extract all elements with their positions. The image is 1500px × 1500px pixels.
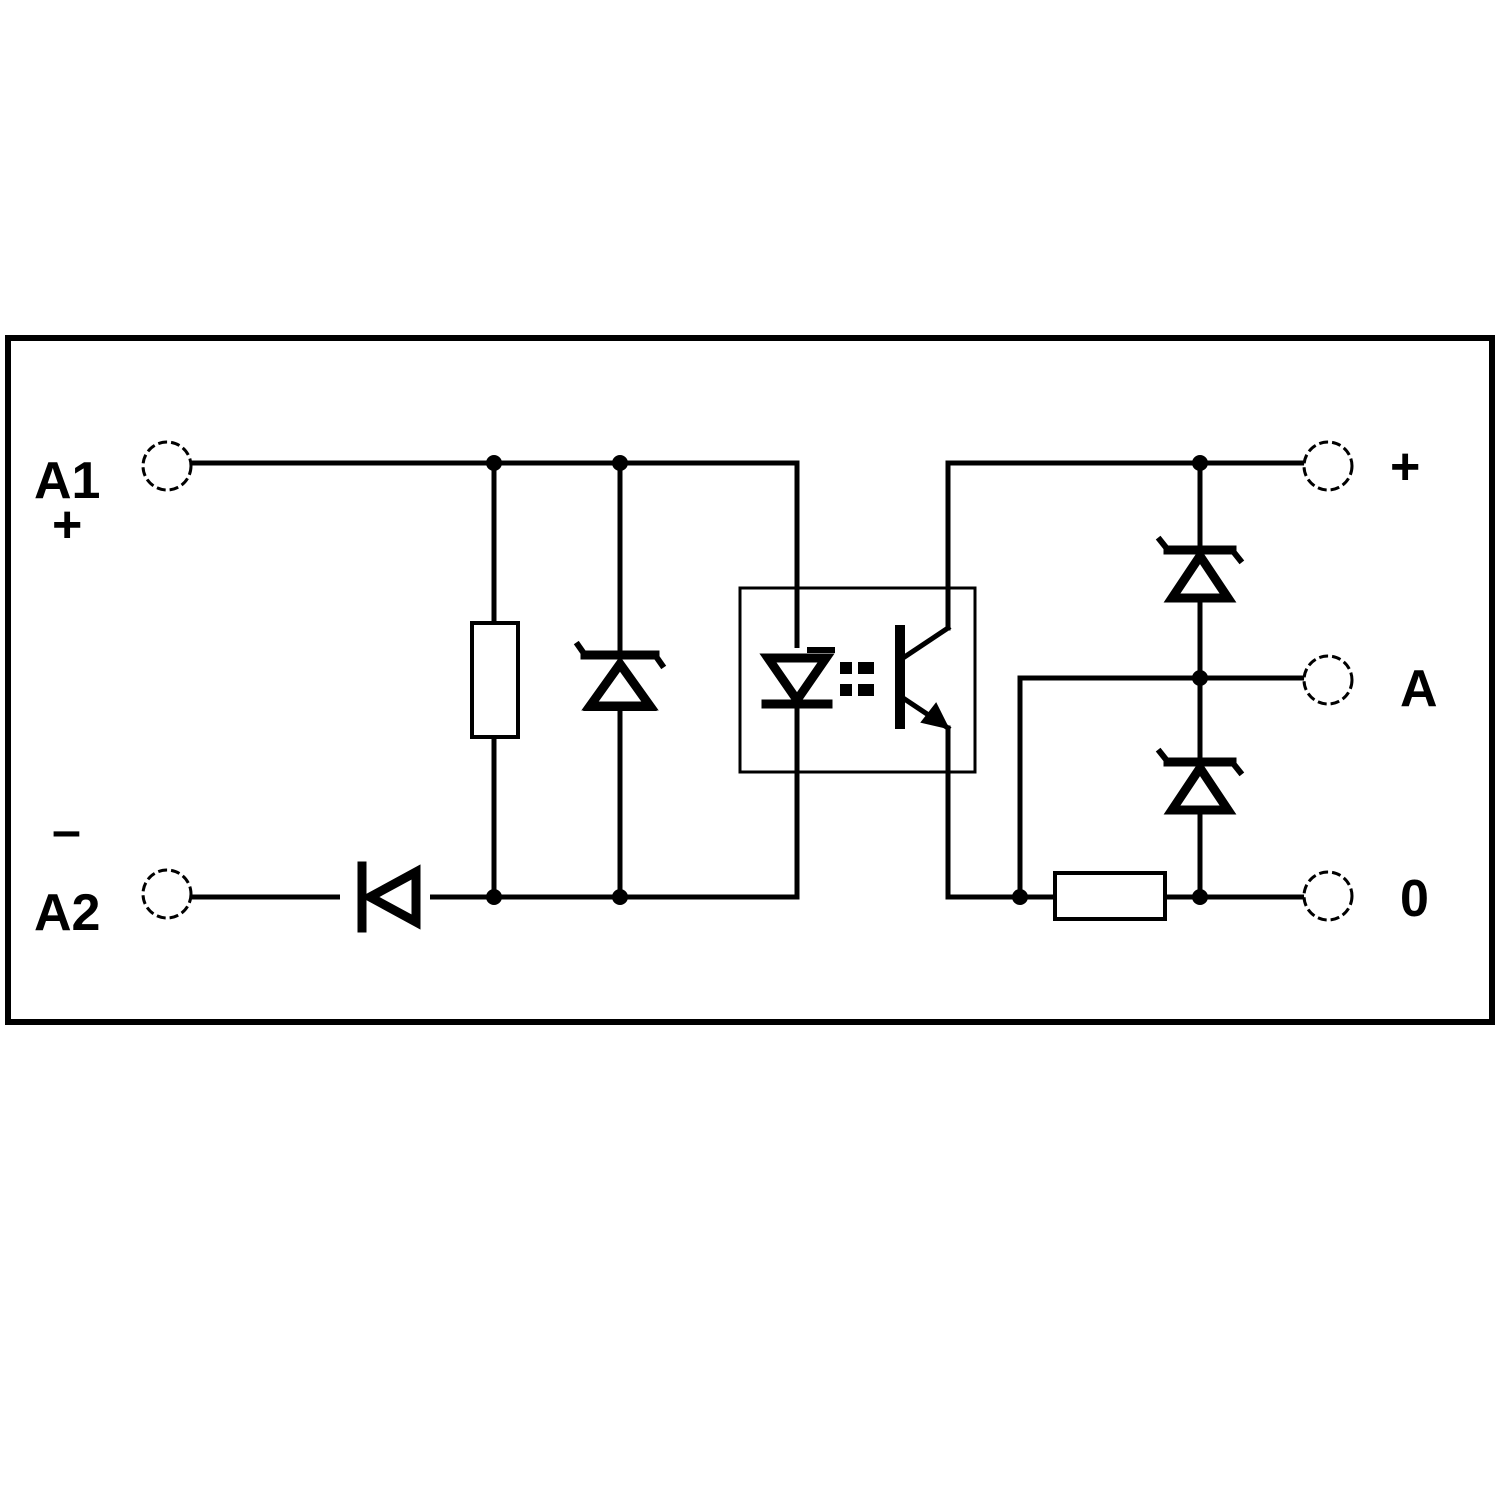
junction-dot	[486, 889, 502, 905]
terminal-a1-polarity: +	[52, 496, 82, 554]
series-diode	[340, 861, 430, 933]
optocoupler-box	[738, 586, 977, 774]
terminal-a-label: A	[1400, 660, 1438, 718]
terminal-a1-label: A1	[34, 452, 100, 510]
output-resistor	[1053, 871, 1167, 921]
terminal-a1[interactable]	[141, 440, 193, 492]
terminal-plus-label: +	[1390, 438, 1420, 496]
junction-dot	[612, 889, 628, 905]
terminal-a[interactable]	[1302, 654, 1354, 706]
input-resistor	[470, 621, 520, 739]
output-upper-zener-diode	[1155, 535, 1245, 603]
output-lower-zener-diode	[1155, 747, 1245, 815]
junction-dot	[612, 455, 628, 471]
terminal-zero[interactable]	[1302, 870, 1354, 922]
terminal-a2-label: A2	[34, 884, 100, 942]
phototransistor	[895, 624, 952, 732]
junction-dot	[486, 455, 502, 471]
input-zener-diode	[573, 640, 667, 711]
junction-dot	[1192, 670, 1208, 686]
junction-dot	[1192, 889, 1208, 905]
terminal-plus[interactable]	[1302, 440, 1354, 492]
junction-dot	[1192, 455, 1208, 471]
terminal-zero-label: 0	[1400, 870, 1429, 928]
terminal-a2-polarity: –	[52, 802, 81, 860]
output-wiring	[945, 460, 1308, 900]
terminal-a2[interactable]	[141, 868, 193, 920]
junction-dot	[1012, 889, 1028, 905]
optocoupler-led	[759, 647, 835, 709]
light-coupling-marks	[840, 662, 874, 696]
module-frame	[5, 335, 1495, 1025]
